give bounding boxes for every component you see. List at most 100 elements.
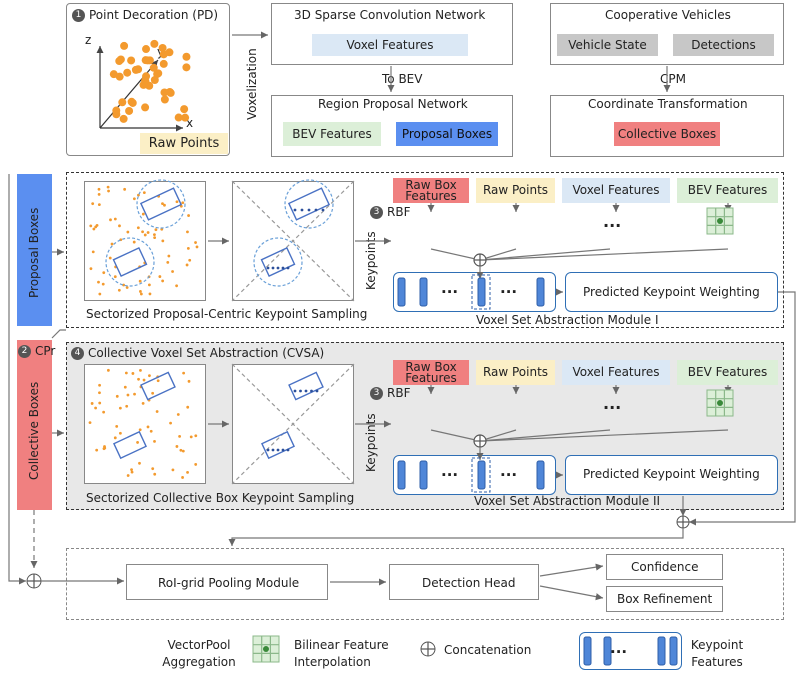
scene-point xyxy=(118,406,122,410)
scene-point xyxy=(136,226,140,230)
pd-point xyxy=(154,69,163,78)
connector xyxy=(231,363,355,485)
scene-point xyxy=(153,233,156,237)
row1-ellipsis-top: ... xyxy=(603,212,622,231)
scene-point xyxy=(178,434,181,438)
row1-raw-points: Raw Points xyxy=(476,178,555,203)
legend-keypoint: Keypoint Features xyxy=(690,638,744,669)
row2-weighting-label: Predicted Keypoint Weighting xyxy=(583,467,760,481)
keypoint-dot xyxy=(271,448,275,452)
scene-point xyxy=(153,236,157,240)
scene-point xyxy=(148,374,151,378)
keypoint-dot xyxy=(266,448,270,452)
scene-point xyxy=(94,225,98,229)
scene-point xyxy=(107,189,110,193)
scene-point xyxy=(125,286,129,289)
keypoint-dot xyxy=(276,266,280,270)
confidence-box xyxy=(606,554,723,580)
row1-ellipsis-b: ... xyxy=(500,279,518,297)
scene-point xyxy=(151,391,155,395)
cvsa-text: Collective Voxel Set Abstraction (CVSA) xyxy=(88,346,325,360)
row1-raw-box-features: Raw Box Features xyxy=(393,178,469,203)
scene-point xyxy=(189,435,193,439)
keypoint-cylinder xyxy=(419,460,428,490)
connector xyxy=(479,429,611,442)
scene-point xyxy=(102,271,106,275)
connector xyxy=(430,429,481,442)
scene-point xyxy=(118,224,121,228)
box-outline xyxy=(260,246,296,278)
row1-caption: Sectorized Proposal-Centric Keypoint Sam… xyxy=(86,307,368,321)
bev-features-chip: BEV Features xyxy=(283,122,381,146)
confidence-label: Confidence xyxy=(631,560,699,574)
scene-point xyxy=(88,421,92,425)
raw-points-chip: Raw Points xyxy=(140,133,228,154)
pd-point xyxy=(112,110,121,119)
scene-point xyxy=(138,428,142,432)
scene-point xyxy=(181,476,184,479)
scene-point xyxy=(142,378,146,382)
scene-point xyxy=(161,279,165,283)
scene-point xyxy=(89,267,93,271)
pd-point xyxy=(159,59,168,68)
scene-point xyxy=(179,448,183,452)
scene-point xyxy=(175,284,179,288)
scene-point xyxy=(137,377,140,381)
scene-point xyxy=(154,228,158,232)
keypoint-cylinder xyxy=(397,277,406,307)
scene-point xyxy=(97,280,100,284)
scene-point xyxy=(91,250,95,254)
scene-point xyxy=(149,429,153,433)
scene-point xyxy=(98,292,102,296)
row2-module-label: Voxel Set Abstraction Module II xyxy=(474,494,661,508)
scene-point xyxy=(97,203,101,207)
detections-chip: Detections xyxy=(673,34,774,56)
scene-point xyxy=(92,227,96,231)
scene-point xyxy=(137,193,140,197)
pd-point xyxy=(131,65,140,74)
sampling-circle xyxy=(284,179,334,229)
sparse-conv-title: 3D Sparse Convolution Network xyxy=(294,8,486,22)
scene-point xyxy=(132,240,136,244)
keypoint-cylinder xyxy=(583,636,592,666)
scene-point xyxy=(179,204,183,208)
scene-point xyxy=(139,368,142,372)
scene-point xyxy=(117,288,121,292)
keypoint-dot xyxy=(281,448,285,452)
scene-point xyxy=(106,368,110,372)
connector xyxy=(539,585,604,601)
keypoint-cylinder xyxy=(657,636,666,666)
pd-point xyxy=(180,105,189,114)
box-outline xyxy=(112,246,148,278)
scene-point xyxy=(118,431,122,435)
scene-point xyxy=(102,410,106,414)
scene-point xyxy=(103,445,106,448)
keypoint-dot xyxy=(293,389,297,393)
row1-ellipsis-a: ... xyxy=(441,279,459,297)
connector xyxy=(430,248,481,261)
scene-point xyxy=(187,379,191,383)
scene-point xyxy=(113,436,117,440)
pd-point xyxy=(118,98,127,107)
box-outline xyxy=(288,371,324,401)
scene-point xyxy=(176,413,180,416)
row1-voxel-features: Voxel Features xyxy=(562,178,670,203)
scene-point xyxy=(130,468,133,472)
scene-point xyxy=(138,461,141,465)
scene-point xyxy=(98,391,101,395)
pd-point xyxy=(141,103,150,112)
keypoint-cylinder xyxy=(477,277,486,307)
collective-boxes-sidebar xyxy=(17,340,52,510)
connector xyxy=(231,180,355,302)
sampling-circle xyxy=(253,237,303,287)
row1-module-label: Voxel Set Abstraction Module I xyxy=(476,313,659,327)
scene-point xyxy=(126,474,130,477)
keypoint-cylinder xyxy=(669,636,678,666)
scene-point xyxy=(175,445,179,448)
pd-point xyxy=(158,43,167,52)
